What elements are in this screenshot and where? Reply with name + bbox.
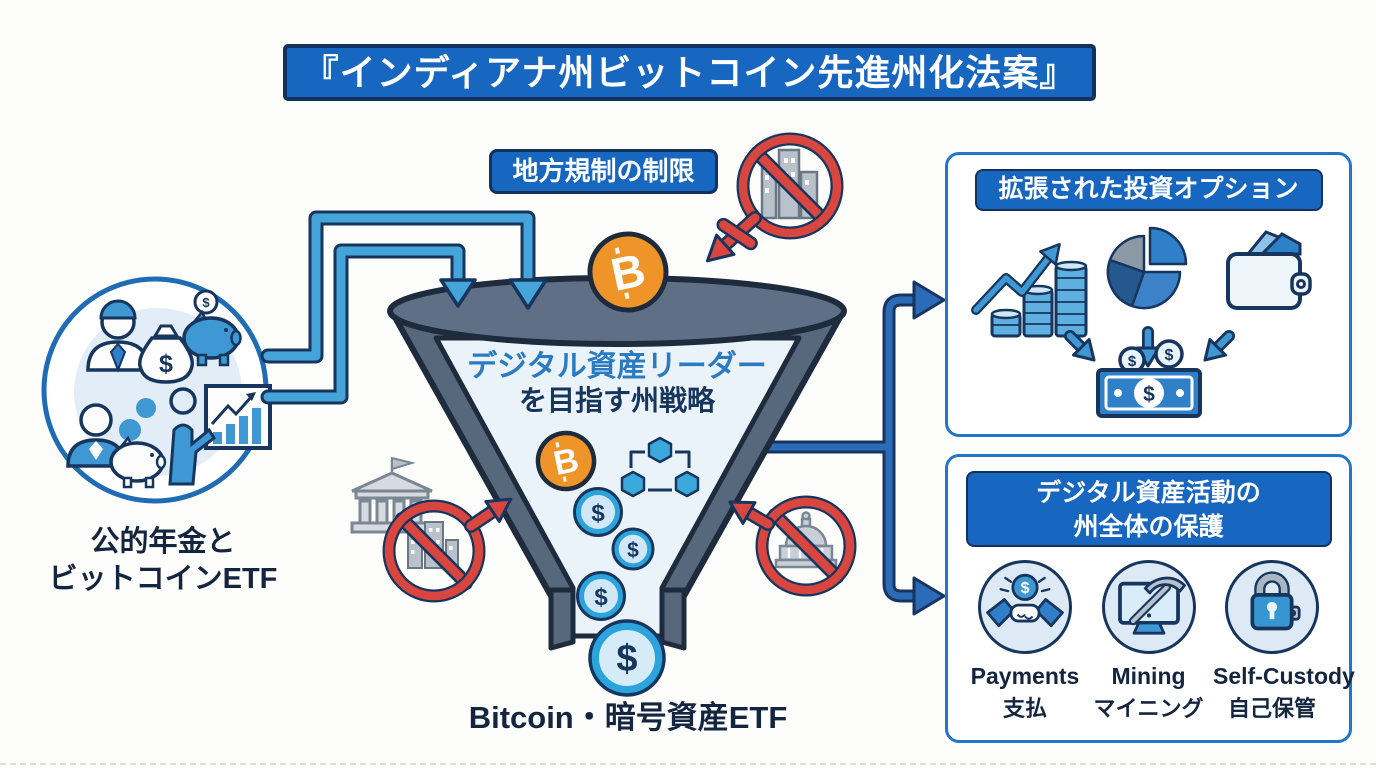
pension-source-label: 公的年金と ビットコインETF [18,524,308,598]
svg-text:$: $ [627,539,639,562]
money-bill-icon: $ $ $ [1096,339,1202,418]
funnel-strategy-line1: デジタル資産リーダー [467,350,767,383]
blocked-arrow [464,497,513,533]
blocked-arrow [728,500,775,531]
protection-item-mining: Mining マイニング [1090,560,1208,723]
no-city-regulation-icon [705,132,844,263]
piggy-bank-icon: $ [182,289,242,367]
svg-text:$: $ [202,295,210,310]
presenter-chart-icon [168,384,272,486]
bottom-edge-line [0,763,1376,765]
coin-stack-growth-icon [971,242,1088,338]
mining-label-en: Mining [1111,663,1186,689]
protection-box-header: デジタル資産活動の 州全体の保護 [965,471,1332,547]
dollar-coin-icon: $ [573,487,623,537]
converge-arrows-icon [1064,326,1235,368]
bitcoin-icon: B [535,430,597,492]
custody-label-ja: 自己保管 [1227,696,1316,721]
mining-label-ja: マイニング [1093,696,1204,721]
pie-chart-icon [1106,226,1188,310]
payments-label-ja: 支払 [1002,696,1047,721]
arrowhead-to-protection-box [912,576,946,616]
dot-icon [119,419,141,441]
protection-item-payments: $ Payments 支払 [966,560,1084,723]
no-capitol-ban-icon [728,495,857,597]
protection-header-line2: 州全体の保護 [1073,513,1224,541]
piggy-bank-small-icon [109,435,167,489]
money-bag-icon: $ [138,324,194,384]
pension-inflow-arrows [260,210,548,405]
investment-options-box: 拡張された投資オプション [945,152,1352,437]
dot-icon [136,398,156,418]
local-regulation-label: 地方規制の制限 [489,149,718,194]
investment-icons: $ $ $ [971,226,1312,418]
protection-item-custody: Self-Custody 自己保管 [1213,560,1355,723]
svg-text:$: $ [1165,347,1174,364]
title-banner: 『インディアナ州ビットコイン先進州化法案』 [283,44,1096,101]
funnel-strategy-line2: を目指す州戦略 [518,385,715,416]
funnel-to-boxes-arrow [751,280,946,616]
protection-box: デジタル資産活動の 州全体の保護 $ Payments [945,454,1355,743]
dollar-coin-icon: $ [611,527,655,571]
payments-icon: $ [978,560,1072,654]
custody-label-en: Self-Custody [1213,663,1355,689]
pension-source-line1: 公的年金と [90,526,236,558]
government-building-icon [350,456,434,534]
svg-text:$: $ [1143,383,1155,406]
svg-text:$: $ [594,584,608,611]
svg-text:$: $ [616,638,637,680]
bitcoin-icon: B [587,231,669,313]
pension-source-line2: ビットコインETF [48,563,278,595]
svg-text:$: $ [1021,580,1030,597]
wallet-icon [1226,230,1312,310]
protection-header-line1: デジタル資産活動の [1036,479,1261,507]
svg-text:$: $ [591,500,605,527]
self-custody-lock-icon [1225,560,1319,654]
protection-items: $ Payments 支払 [948,547,1355,723]
mining-icon [1101,560,1196,654]
funnel-output-label: Bitcoin・暗号資産ETF [468,700,788,735]
funnel [387,275,847,651]
arrowhead-to-investment-box [912,280,946,320]
payments-label-en: Payments [970,663,1080,689]
dollar-coin-large-icon: $ [588,619,666,697]
blocked-arrow [705,211,762,263]
investment-box-header: 拡張された投資オプション [974,169,1323,211]
no-city-ban-icon [382,497,513,603]
svg-text:$: $ [159,350,173,378]
pension-source-circle: $ $ [41,276,272,504]
blockchain-icon [620,436,700,498]
svg-text:$: $ [1128,353,1137,370]
dollar-coin-icon: $ [576,571,626,621]
